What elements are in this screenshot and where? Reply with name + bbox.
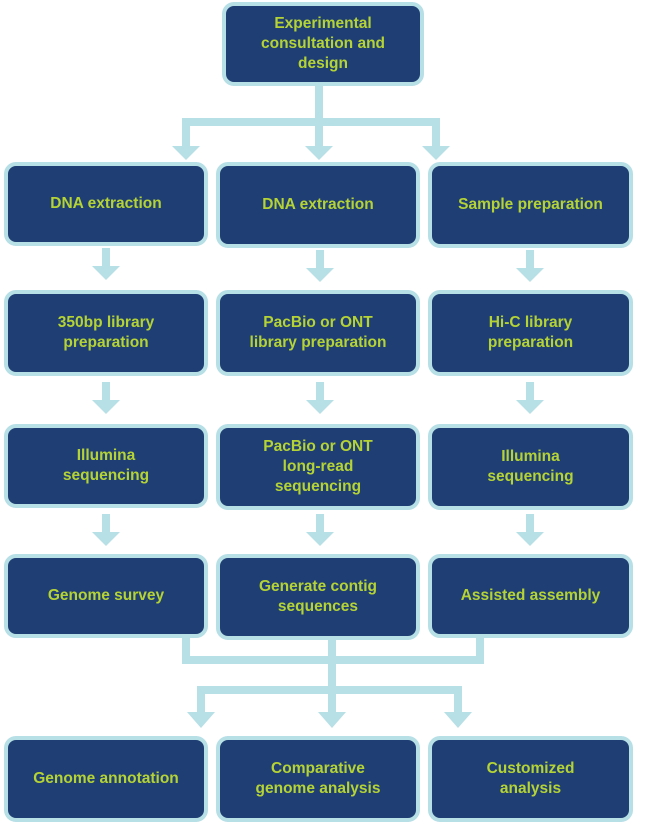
connector-segment (316, 382, 324, 402)
node-label: DNA extraction (50, 195, 162, 212)
arrowhead (92, 532, 120, 546)
arrowhead (187, 712, 215, 728)
arrowhead (318, 712, 346, 728)
connector-segment (316, 514, 324, 534)
connector-segment (102, 382, 110, 402)
connector-segment (102, 248, 110, 268)
connector-segment (476, 636, 484, 662)
connector-segment (316, 250, 324, 270)
node-assisted-assembly: Assisted assembly (428, 554, 633, 638)
node-label: PacBio or ONT long-read sequencing (263, 438, 373, 495)
arrowhead (516, 400, 544, 414)
node-illumina-sequencing-1: Illumina sequencing (4, 424, 208, 508)
arrowhead (92, 266, 120, 280)
connector-segment (182, 636, 190, 662)
arrowhead (444, 712, 472, 728)
arrowhead (306, 532, 334, 546)
node-label: Illumina sequencing (62, 447, 150, 484)
node-dna-extraction-1: DNA extraction (4, 162, 208, 246)
arrowhead (306, 400, 334, 414)
node-label: 350bp library preparation (57, 314, 155, 351)
connector-segment (328, 686, 336, 714)
node-label: Customized analysis (486, 760, 575, 797)
node-hi-c-library-preparation: Hi-C library preparation (428, 290, 633, 376)
node-customized-analysis: Customized analysis (428, 736, 633, 822)
node-generate-contig-sequences: Generate contig sequences (216, 554, 420, 640)
arrowhead (305, 146, 333, 160)
node-experimental-consultation: Experimental consultation and design (222, 2, 424, 86)
connector-segment (315, 86, 323, 124)
node-pacbio-ont-library-preparation: PacBio or ONT library preparation (216, 290, 420, 376)
node-350bp-library-preparation: 350bp library preparation (4, 290, 208, 376)
arrowhead (172, 146, 200, 160)
connector-segment (315, 118, 323, 148)
node-comparative-genome-analysis: Comparative genome analysis (216, 736, 420, 822)
connector-segment (197, 686, 205, 714)
node-illumina-sequencing-3: Illumina sequencing (428, 424, 633, 510)
arrowhead (516, 532, 544, 546)
node-label: Genome annotation (33, 770, 179, 787)
node-label: DNA extraction (262, 196, 374, 213)
connector-segment (526, 250, 534, 270)
arrowhead (422, 146, 450, 160)
node-sample-preparation: Sample preparation (428, 162, 633, 248)
node-dna-extraction-2: DNA extraction (216, 162, 420, 248)
node-label: Generate contig sequences (259, 578, 377, 615)
node-label: Experimental consultation and design (261, 15, 385, 72)
arrowhead (516, 268, 544, 282)
connector-segment (182, 118, 440, 126)
node-pacbio-ont-long-read-sequencing: PacBio or ONT long-read sequencing (216, 424, 420, 510)
node-label: Genome survey (47, 587, 165, 604)
node-genome-survey: Genome survey (4, 554, 208, 638)
node-genome-annotation: Genome annotation (4, 736, 208, 822)
connector-segment (432, 118, 440, 148)
connector-segment (328, 636, 336, 700)
connector-segment (526, 382, 534, 402)
connector-segment (182, 118, 190, 148)
node-label: Assisted assembly (460, 587, 601, 604)
connector-segment (526, 514, 534, 534)
arrowhead (306, 268, 334, 282)
connector-segment (454, 686, 462, 714)
node-label: Hi-C library preparation (487, 314, 574, 351)
arrowhead (92, 400, 120, 414)
node-label: Sample preparation (458, 196, 603, 213)
node-label: Illumina sequencing (487, 448, 574, 485)
node-label: PacBio or ONT library preparation (249, 314, 387, 351)
node-label: Comparative genome analysis (255, 760, 381, 797)
connector-segment (102, 514, 110, 534)
